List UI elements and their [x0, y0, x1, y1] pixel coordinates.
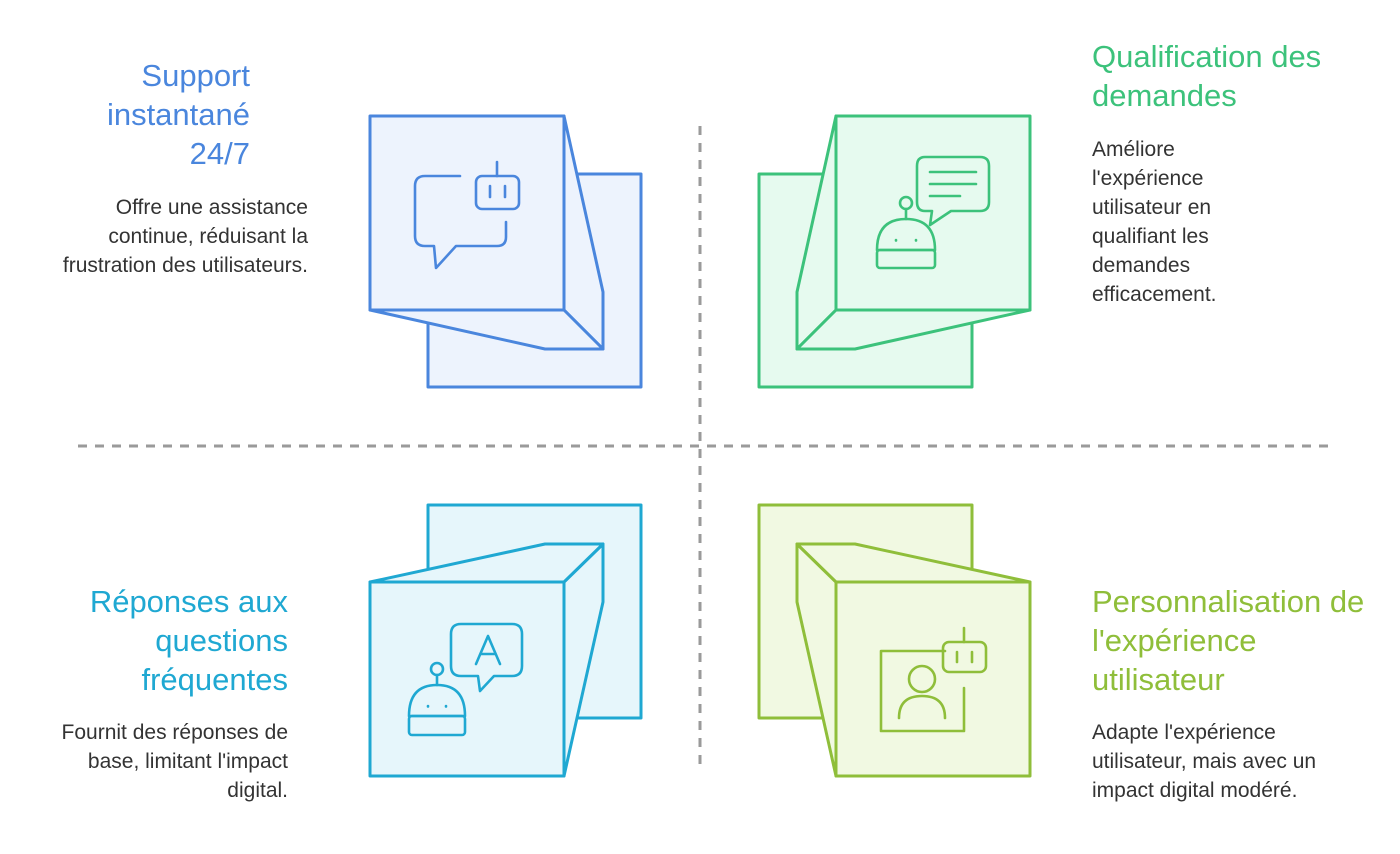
support-cube [368, 114, 643, 389]
robot-answer-bubble-icon [407, 622, 524, 737]
personalisation-cube [757, 503, 1032, 778]
support-cube-front [368, 114, 566, 312]
qualification-description: Améliore l'expérience utilisateur en qua… [1092, 138, 1217, 306]
user-profile-bot-icon [879, 626, 988, 733]
support-title: Support instantané 24/7 [106, 58, 250, 171]
support-description: Offre une assistance continue, réduisant… [62, 196, 308, 277]
faq-description: Fournit des réponses de base, limitant l… [61, 721, 288, 802]
personalisation-description: Adapte l'expérience utilisateur, mais av… [1092, 721, 1317, 802]
robot-chat-message-icon [875, 155, 991, 270]
qualification-cube [757, 114, 1032, 389]
qualification-title: Qualification des demandes [1092, 39, 1322, 113]
personalisation-title: Personnalisation de l'expérience utilisa… [1092, 584, 1365, 697]
faq-cube [368, 503, 643, 778]
faq-cube-front [368, 580, 566, 778]
personalisation-cube-front [834, 580, 1032, 778]
chatbot-speech-bubble-icon [413, 160, 521, 270]
faq-title: Réponses aux questions fréquentes [89, 584, 288, 697]
